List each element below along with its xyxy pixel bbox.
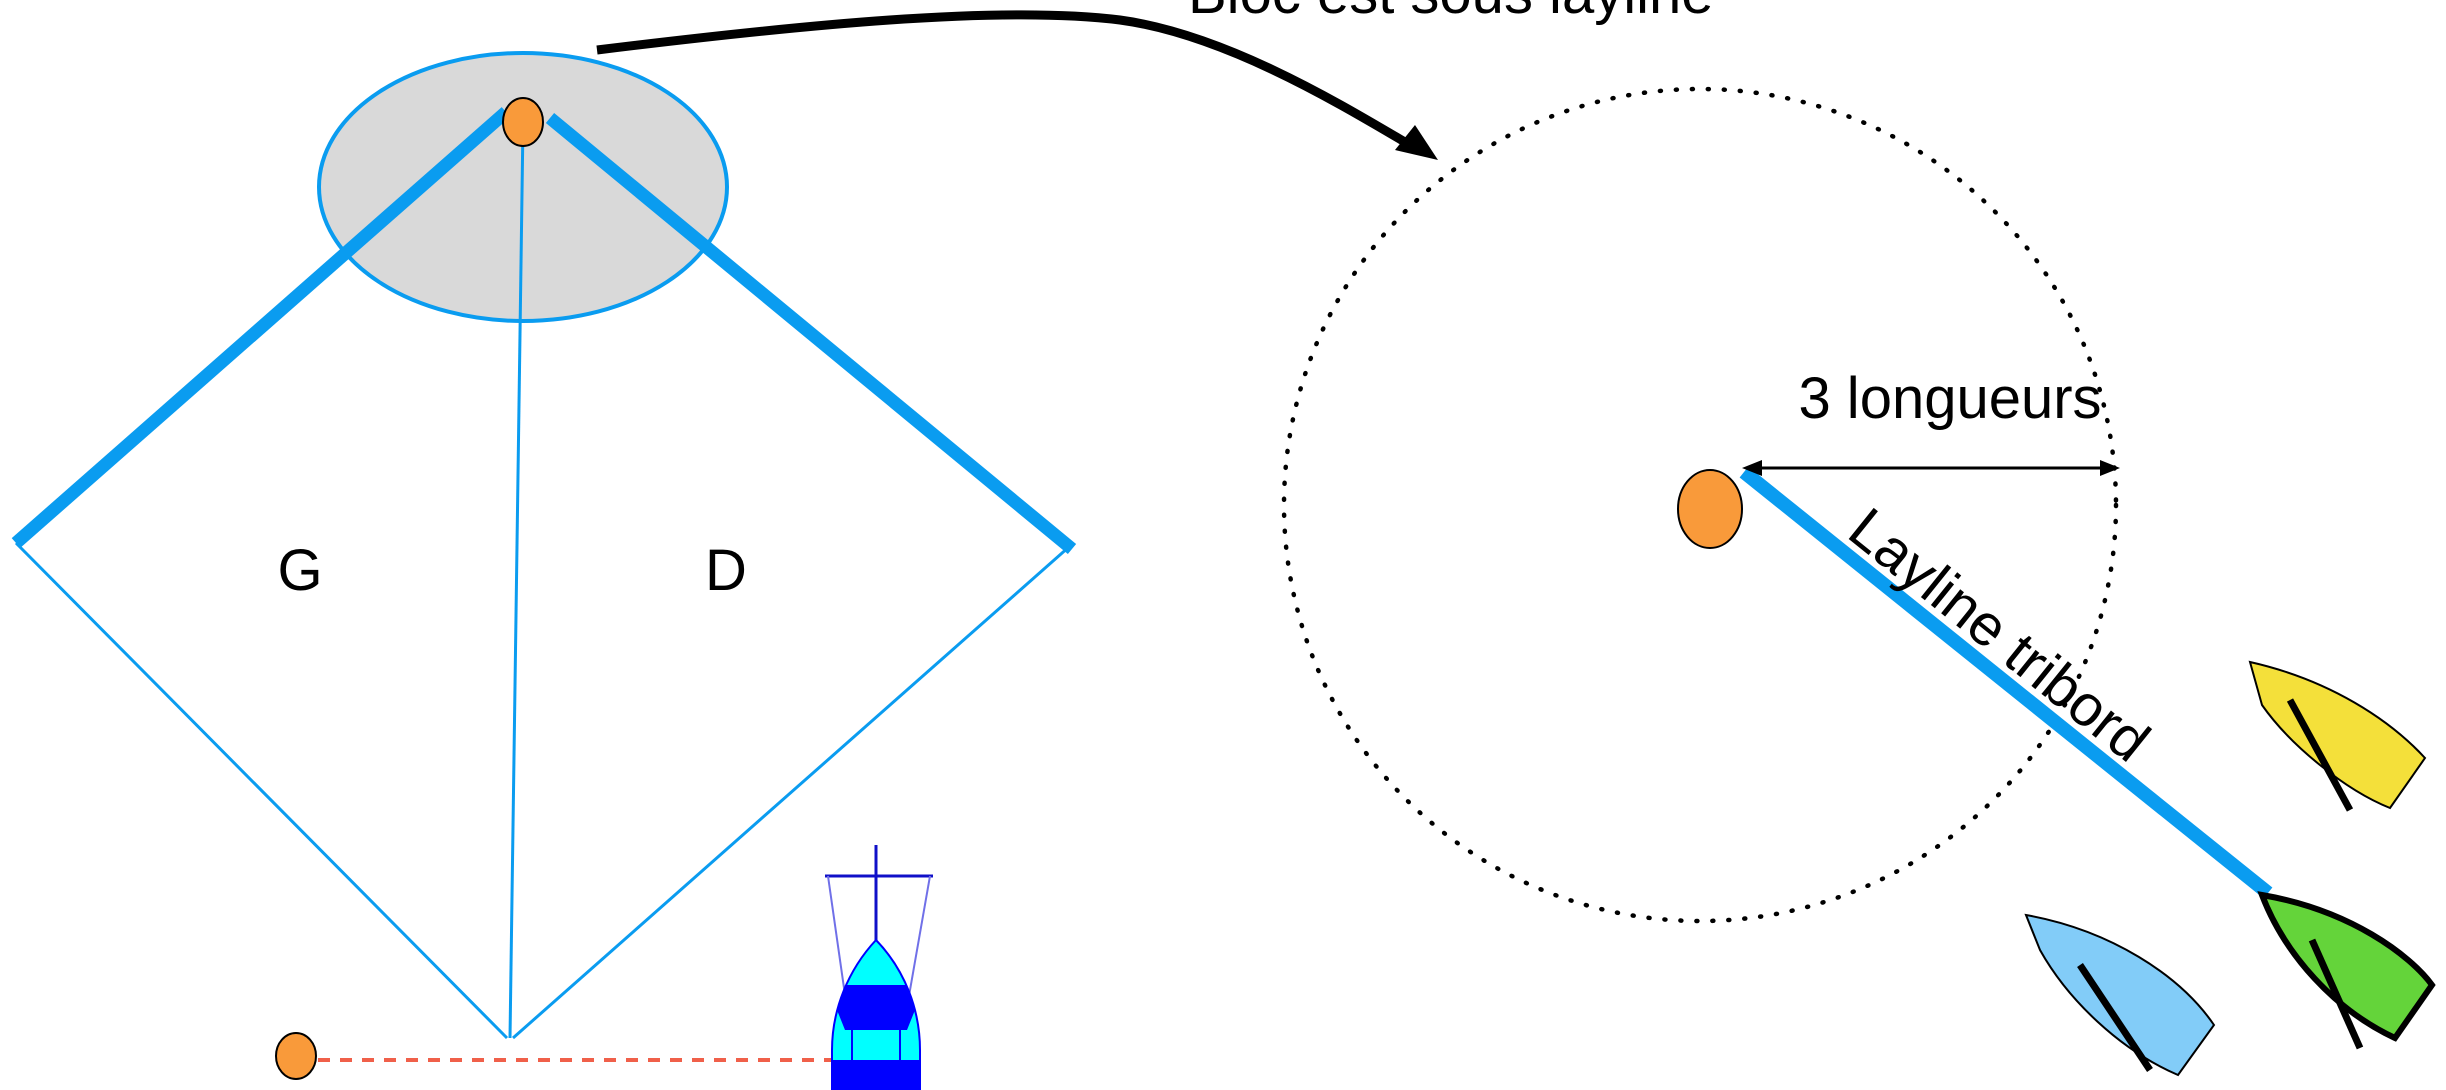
committee-boat-icon <box>825 845 933 1090</box>
wind-axis-line <box>508 122 525 1039</box>
pin-end-mark <box>275 1032 317 1080</box>
starboard-layline-zoom <box>1739 466 2273 899</box>
starboard-layline <box>545 112 1077 555</box>
diagram-title: Bloc est sous layline <box>1188 0 1713 26</box>
zoom-arrow <box>596 10 1418 152</box>
right-zone-label: D <box>705 538 747 603</box>
distance-label: 3 longueurs <box>1798 366 2101 431</box>
zoom-arrow-head <box>1395 125 1438 160</box>
distance-arrow-head-right <box>2100 460 2120 476</box>
green-boat-icon <box>2257 891 2436 1050</box>
yellow-boat-icon <box>2248 660 2427 812</box>
left-lower-boundary <box>14 541 509 1040</box>
right-lower-boundary <box>512 544 1071 1040</box>
distance-arrow-head-left <box>1742 460 1762 476</box>
zoom-mark <box>1677 469 1743 549</box>
left-zone-label: G <box>277 538 322 603</box>
light-blue-boat-icon <box>2024 913 2216 1077</box>
three-length-zone <box>1281 86 2119 924</box>
windward-mark <box>502 97 544 147</box>
port-layline <box>11 107 511 548</box>
